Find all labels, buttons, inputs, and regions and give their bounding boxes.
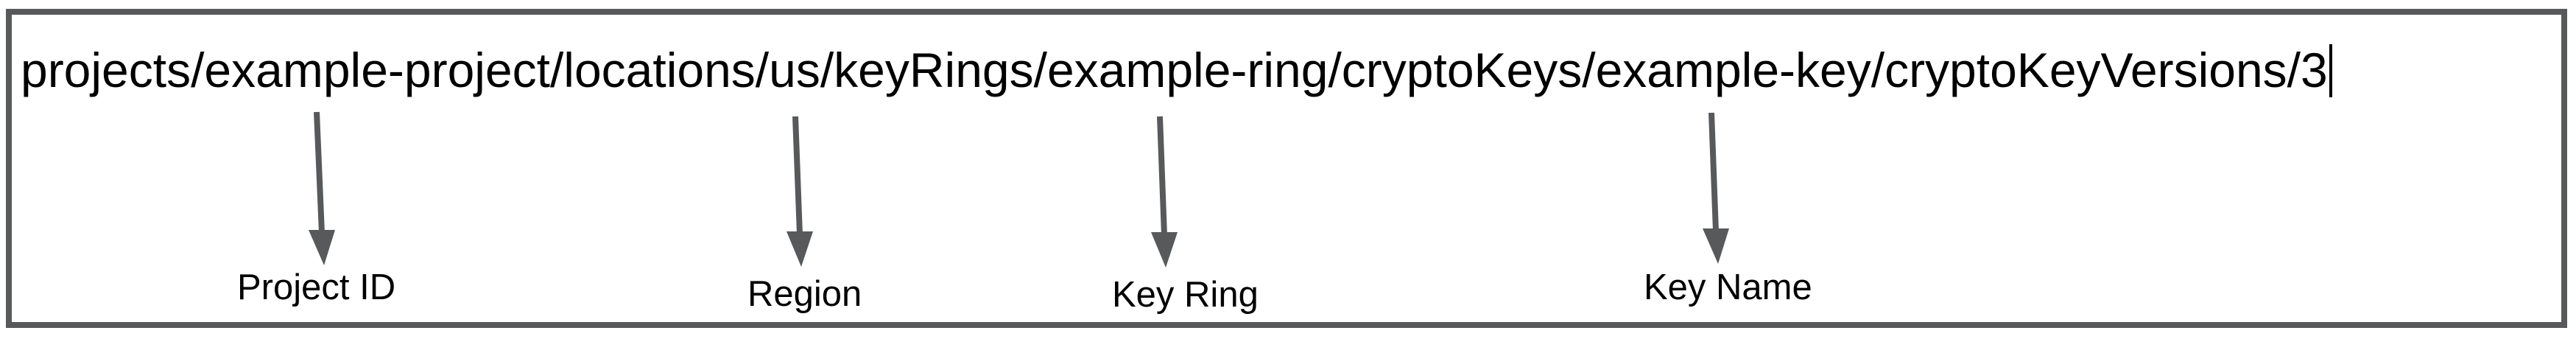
resource-path-input-line[interactable]: projects/example-project/locations/us/ke… [21, 43, 2332, 97]
label-key-ring: Key Ring [1112, 275, 1259, 315]
resource-path-text: projects/example-project/locations/us/ke… [21, 43, 2328, 97]
label-region: Region [747, 274, 862, 314]
text-cursor [2329, 44, 2332, 97]
label-project-id: Project ID [237, 268, 396, 307]
resource-path-panel [6, 9, 2567, 328]
label-key-name: Key Name [1644, 268, 1812, 307]
